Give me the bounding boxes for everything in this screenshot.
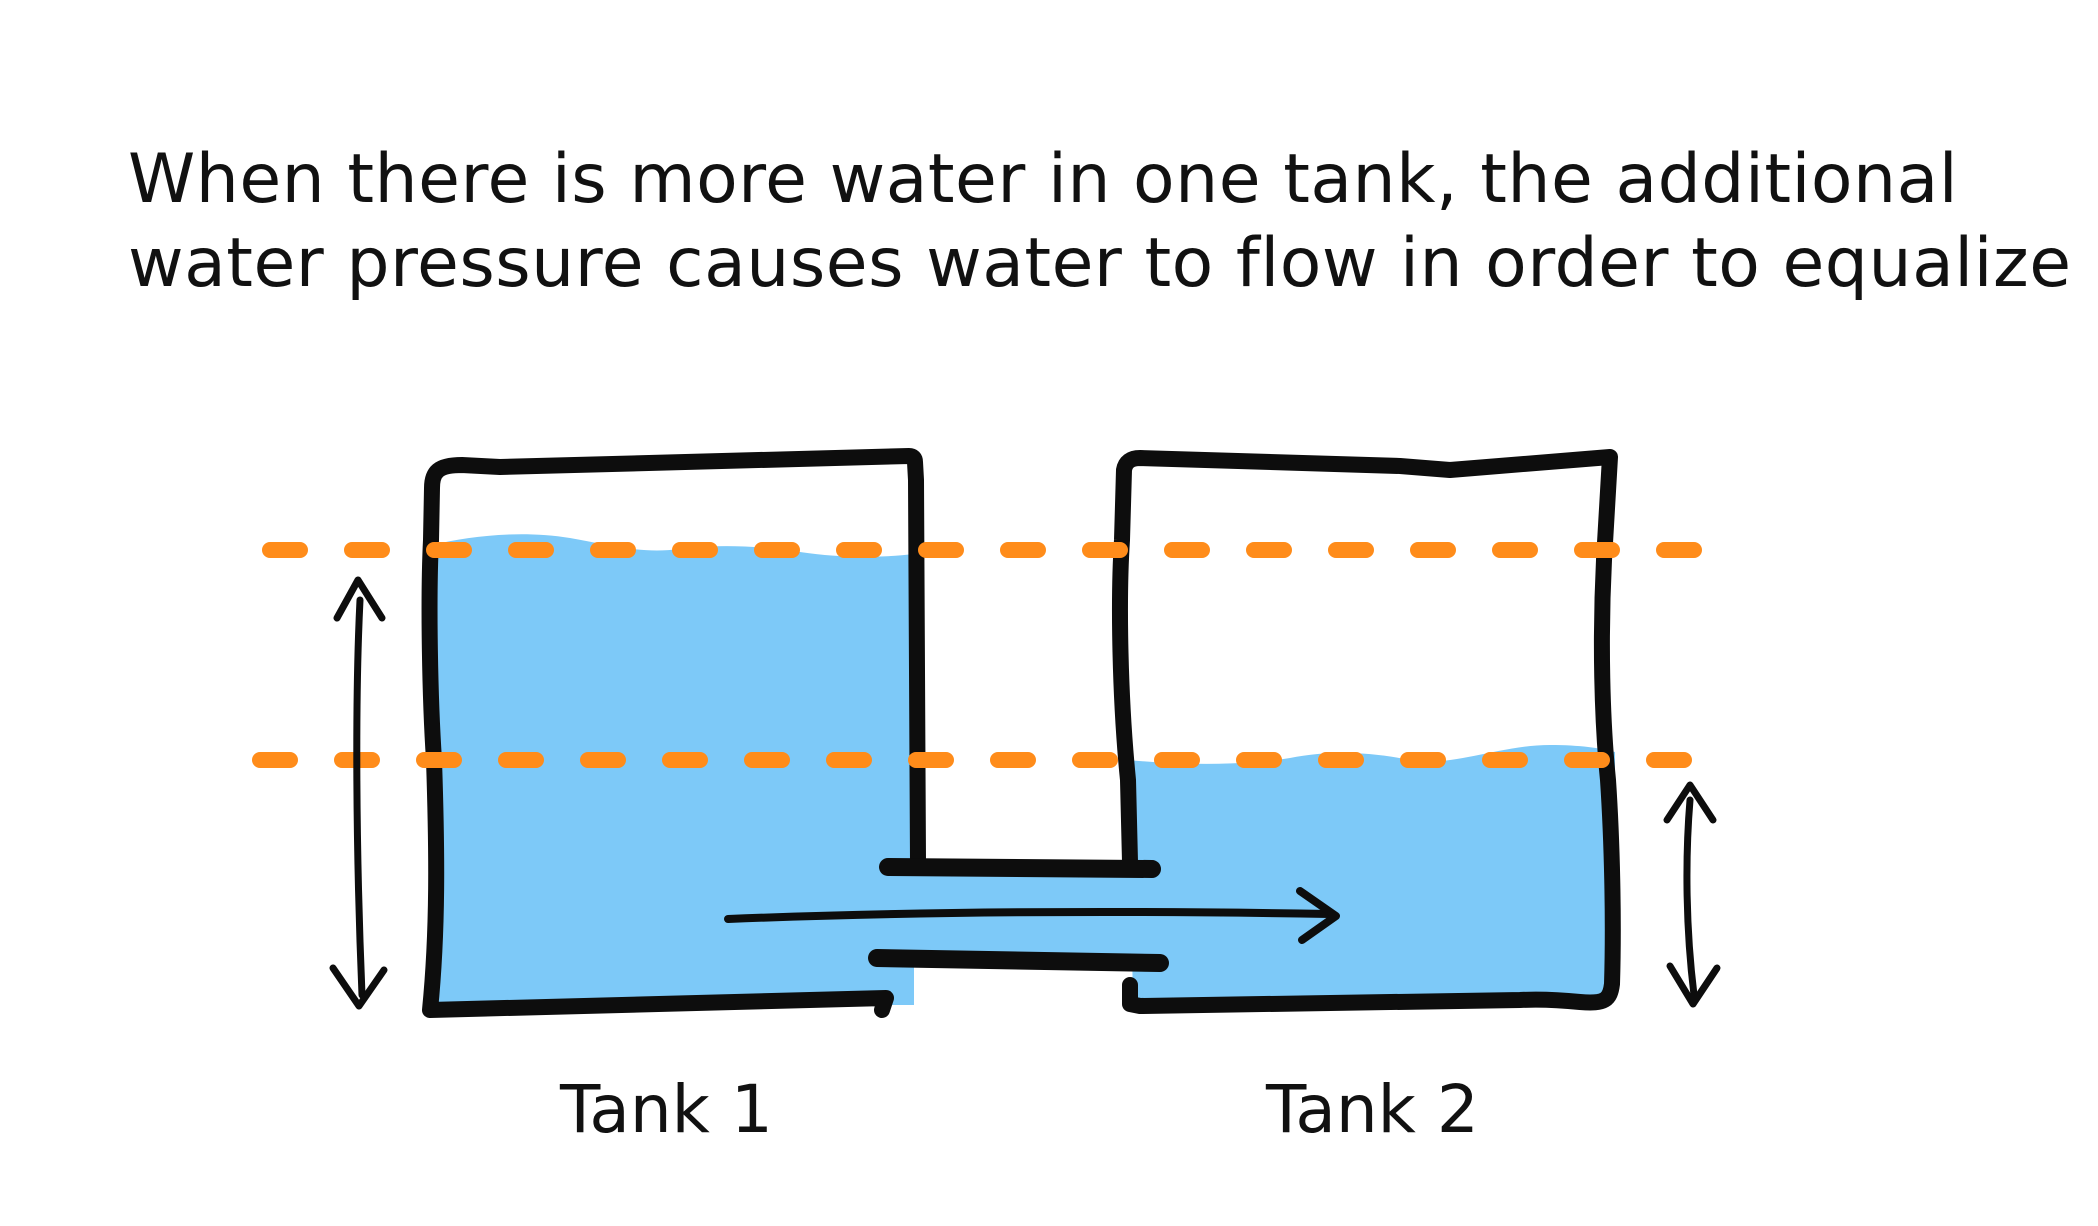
flow-arrow bbox=[724, 907, 1334, 923]
tank1-height-arrow-top bbox=[333, 576, 386, 622]
caption-text: When there is more water in one tank, th… bbox=[128, 138, 2072, 306]
pipe-top-wall bbox=[879, 858, 1161, 878]
tank2-outline bbox=[1112, 449, 1621, 1014]
caption-line-2: water pressure causes water to flow in o… bbox=[128, 224, 2072, 303]
tank1-outline bbox=[421, 448, 926, 1018]
tank2-height-arrow-top bbox=[1663, 781, 1717, 824]
tank1-label: Tank 1 bbox=[559, 1071, 773, 1148]
tank1-height-arrow-bottom bbox=[329, 964, 388, 1010]
pipe-water bbox=[905, 873, 1155, 963]
flow-arrow-head bbox=[1296, 887, 1340, 944]
tank2-label: Tank 2 bbox=[1265, 1071, 1479, 1148]
tank2-water bbox=[1128, 745, 1615, 1000]
tank1-water bbox=[432, 534, 914, 1005]
tank2-height-arrow-bottom bbox=[1666, 962, 1721, 1008]
tank1-height-arrow bbox=[353, 596, 366, 999]
tank2-height-arrow bbox=[1683, 796, 1698, 999]
pipe-bottom-wall bbox=[868, 949, 1169, 972]
caption-line-1: When there is more water in one tank, th… bbox=[128, 140, 1959, 219]
